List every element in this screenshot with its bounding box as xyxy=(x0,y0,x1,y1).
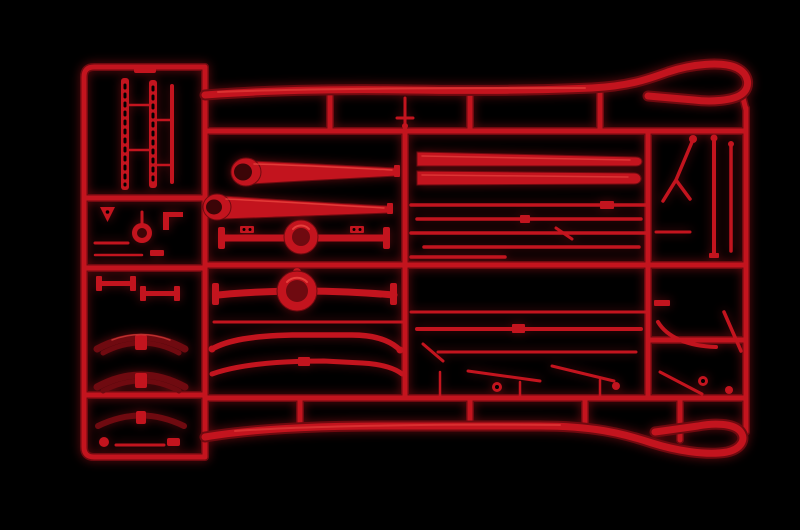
left-bottom-parts xyxy=(99,437,180,447)
axle-flange xyxy=(212,283,219,305)
rear-axle-with-differential xyxy=(212,268,398,312)
bar-clamp xyxy=(298,357,310,366)
exhaust-horn-upper xyxy=(230,157,400,187)
stabilizer-bars xyxy=(208,320,405,377)
bent-rod xyxy=(656,320,718,349)
tapered-beam-lower xyxy=(416,170,642,186)
rod-fitting xyxy=(512,324,525,333)
triangle-bracket xyxy=(100,207,115,222)
right-column-lower-parts xyxy=(654,300,743,396)
misc-small-parts xyxy=(395,96,415,129)
top-chassis-rail xyxy=(199,58,754,107)
sprue-frame xyxy=(80,63,750,461)
round-fitting xyxy=(612,382,620,390)
horn-tip xyxy=(387,203,393,214)
axle-flange xyxy=(383,227,390,249)
shackle-brackets xyxy=(96,276,180,301)
sprue-gate xyxy=(438,370,602,400)
rail-highlight xyxy=(234,423,561,432)
horn-tip xyxy=(394,165,400,177)
l-bracket xyxy=(163,212,183,230)
curved-leaf-springs xyxy=(93,333,189,429)
spring-perch xyxy=(240,226,254,233)
vertical-rods xyxy=(654,134,734,258)
driveshaft-rods-lower xyxy=(409,310,648,400)
sprue-gate xyxy=(127,103,172,167)
round-fitting xyxy=(99,437,109,447)
exhaust-horn-lower xyxy=(202,193,393,221)
spring-perch xyxy=(350,226,364,233)
top-bracket xyxy=(134,67,156,73)
thin-rod xyxy=(170,84,174,184)
small-bracket xyxy=(654,300,670,306)
angled-rod xyxy=(722,310,743,353)
bottom-chassis-rail xyxy=(199,418,749,459)
leaf-spring-strips xyxy=(121,67,174,190)
axle-flange xyxy=(390,283,397,305)
fork-linkage xyxy=(661,135,697,203)
stabilizer-bar-2 xyxy=(209,358,405,377)
spring-clamp xyxy=(135,335,147,350)
tapered-beam-upper xyxy=(416,151,643,167)
round-fitting xyxy=(725,386,733,394)
link-rod xyxy=(466,364,616,383)
sprue xyxy=(80,58,754,461)
left-small-parts xyxy=(93,207,183,257)
axle-flange xyxy=(218,227,225,249)
spring-clamp xyxy=(136,411,146,424)
hanger-part xyxy=(395,96,415,128)
horn-bell-mouth xyxy=(234,163,252,181)
rail-highlight xyxy=(217,87,586,93)
stabilizer-bar-1 xyxy=(209,332,403,353)
front-axle-with-differential xyxy=(218,219,390,255)
driveshaft-rods-upper xyxy=(409,201,648,259)
horn-bell-mouth xyxy=(206,199,222,215)
rod-fitting xyxy=(600,201,614,209)
rod-fitting xyxy=(520,215,530,223)
angled-rod xyxy=(658,370,704,396)
spring-clamp xyxy=(135,373,147,388)
